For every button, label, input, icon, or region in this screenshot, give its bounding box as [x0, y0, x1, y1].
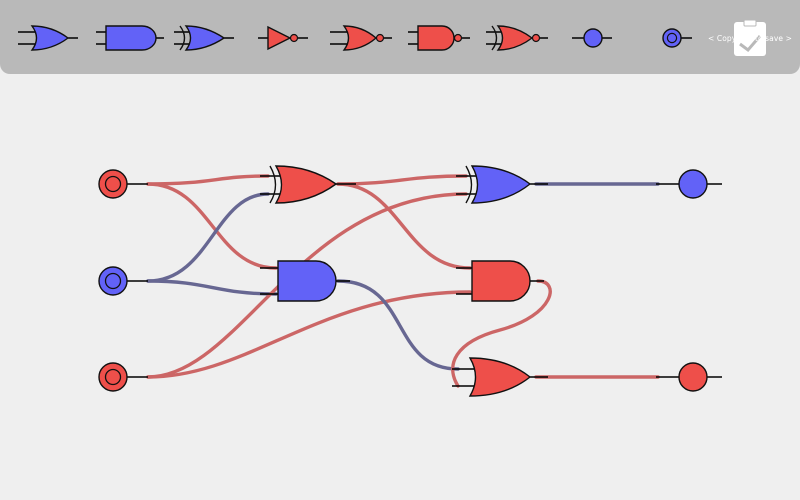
input-3[interactable] [98, 362, 148, 392]
copy-link-label: < Copy link to save > [708, 34, 792, 43]
and-gate-icon [96, 25, 164, 51]
xnor-gate-icon [486, 25, 548, 51]
or-gate-tool[interactable] [18, 25, 78, 51]
wire[interactable] [146, 174, 270, 186]
or-gate-icon [18, 25, 78, 51]
not-gate-tool[interactable] [258, 25, 308, 51]
input-1[interactable] [98, 169, 148, 199]
wire[interactable] [146, 182, 278, 270]
xor-gate-1[interactable] [260, 165, 356, 204]
output-node-tool[interactable] [572, 28, 612, 48]
output-2[interactable] [656, 362, 722, 392]
input-node-icon [662, 28, 692, 48]
and-gate-2[interactable] [456, 260, 544, 302]
clipboard-link-icon [734, 20, 766, 56]
xnor-gate-tool[interactable] [486, 25, 548, 51]
and-gate-tool[interactable] [96, 25, 164, 51]
wire[interactable] [146, 192, 270, 283]
or-gate-1[interactable] [452, 357, 548, 397]
wire[interactable] [336, 174, 468, 186]
component-toolbar: < Copy link to save > [0, 0, 800, 74]
nor-gate-tool[interactable] [330, 25, 392, 51]
wire[interactable] [146, 290, 472, 379]
wire[interactable] [451, 279, 552, 388]
output-node-icon [572, 28, 612, 48]
xor-gate-tool[interactable] [174, 25, 234, 51]
input-2[interactable] [98, 266, 148, 296]
copy-link-button[interactable]: < Copy link to save > [706, 20, 794, 58]
not-gate-icon [258, 25, 308, 51]
input-node-tool[interactable] [662, 28, 692, 48]
output-1[interactable] [656, 169, 722, 199]
xor-gate-icon [174, 25, 234, 51]
nor-gate-icon [330, 25, 392, 51]
component-palette [18, 25, 692, 51]
wire[interactable] [336, 182, 472, 270]
nand-gate-tool[interactable] [408, 25, 470, 51]
wire[interactable] [336, 279, 460, 371]
xor-gate-2[interactable] [456, 165, 548, 204]
wire[interactable] [146, 279, 278, 296]
and-gate-1[interactable] [260, 260, 350, 302]
nand-gate-icon [408, 25, 470, 51]
wires [146, 174, 660, 388]
